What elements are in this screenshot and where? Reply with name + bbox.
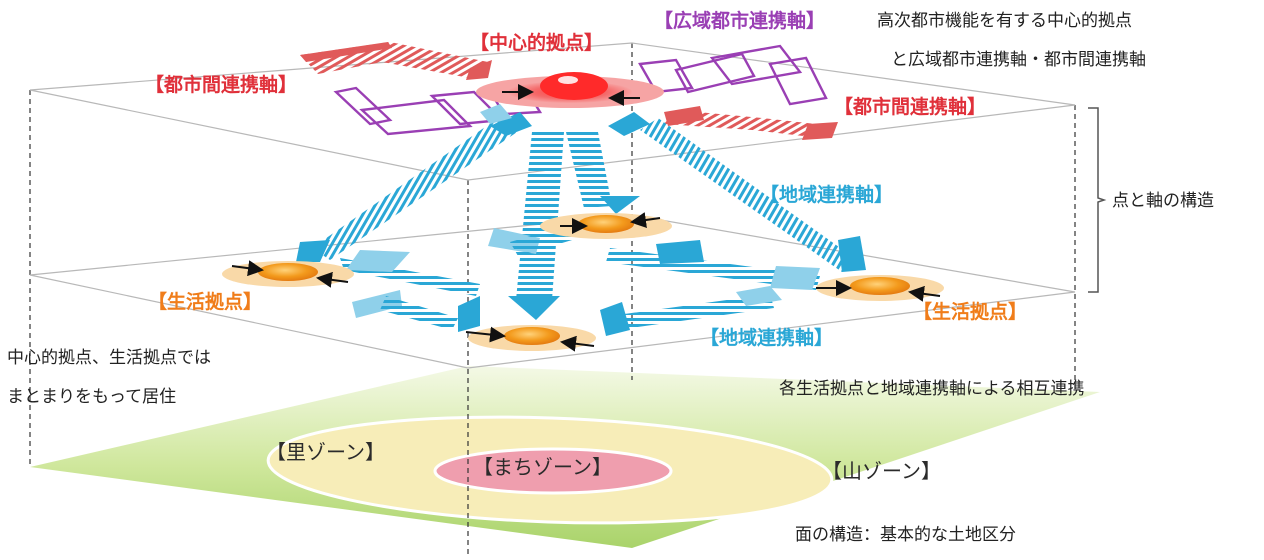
intercity-axis-left-label: 【都市間連携軸】 <box>145 74 298 96</box>
life-hub-back-marker <box>540 212 672 239</box>
life-hub-front-marker <box>465 325 596 352</box>
note-mutual-link: 各生活拠点と地域連携軸による相互連携 <box>779 379 1085 399</box>
note-left-line2: まとまりをもって居住 <box>7 387 177 407</box>
note-top-right-line1: 高次都市機能を有する中心的拠点 <box>877 11 1132 31</box>
intercity-axis-shapes <box>300 42 838 140</box>
central-hub-marker <box>476 72 664 108</box>
middle-plane <box>29 214 1076 369</box>
intercity-axis-right-label: 【都市間連携軸】 <box>834 96 987 118</box>
zone-ellipses <box>266 415 834 525</box>
structure-bracket <box>1088 107 1107 293</box>
regional-axis-bottom-label: 【地域連携軸】 <box>700 327 834 349</box>
life-hub-left-marker <box>222 260 354 288</box>
note-left-line1: 中心的拠点、生活拠点では <box>7 348 211 368</box>
regional-axis-top-label: 【地域連携軸】 <box>760 184 894 206</box>
life-hub-right-marker <box>816 275 944 302</box>
note-structure: 点と軸の構造 <box>1112 191 1214 211</box>
zone-sato-label: 【里ゾーン】 <box>266 440 385 464</box>
zone-yama-label: 【山ゾーン】 <box>822 459 941 483</box>
note-surface: 面の構造：基本的な土地区分 <box>795 525 1016 545</box>
life-hub-right-label: 【生活拠点】 <box>913 301 1028 323</box>
zone-machi-label: 【まちゾーン】 <box>473 455 612 479</box>
wide-axis-label: 【広域都市連携軸】 <box>654 10 826 32</box>
life-hub-left-label: 【生活拠点】 <box>148 291 263 313</box>
central-hub-label: 【中心的拠点】 <box>470 32 604 54</box>
regional-axis-shapes <box>296 104 866 336</box>
note-top-right-line2: と広域都市連携軸・都市間連携軸 <box>891 50 1146 70</box>
